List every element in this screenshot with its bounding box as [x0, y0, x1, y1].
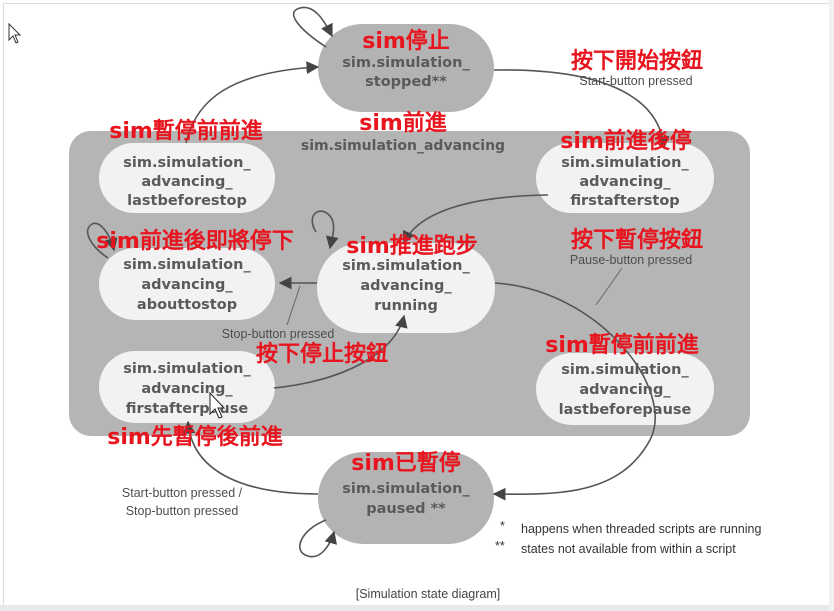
lastbeforepause-line1: sim.simulation_	[561, 362, 689, 378]
note-start-stop-line1: Start-button pressed /	[122, 486, 243, 500]
paused-line2: paused **	[366, 501, 446, 517]
firstafterpause-line3: firstafterpause	[126, 401, 249, 417]
legend-star1-mark: *	[500, 519, 505, 533]
zh-lastbeforepause: sim暫停前前進	[545, 332, 699, 358]
arrow-paused-to-firstafterpause	[182, 420, 319, 495]
arrow-running-selfloop	[311, 210, 339, 250]
pointer-cursor-icon	[209, 391, 226, 419]
pointer-pause-button	[595, 267, 623, 306]
zh-abouttostop: sim前進後即將停下	[96, 228, 294, 254]
stopped-line2: stopped**	[365, 74, 447, 90]
arrow-abouttostop-selfloop	[86, 222, 118, 259]
abouttostop-line2: advancing_	[141, 277, 233, 293]
running-line2: advancing_	[360, 278, 452, 294]
zh-firstafterstop: sim前進後停	[560, 128, 692, 154]
zh-stop-button: 按下停止按鈕	[256, 341, 388, 367]
note-pause-button: Pause-button pressed	[570, 253, 692, 267]
lastbeforepause-line2: advancing_	[579, 382, 671, 398]
note-start-button: Start-button pressed	[579, 74, 692, 88]
frame-right-edge	[829, 0, 834, 611]
zh-advancing-group: sim前進	[359, 110, 447, 136]
arrow-lastbeforestop-to-stopped	[185, 61, 320, 144]
arrow-firstafterpause-to-running	[273, 314, 408, 389]
arrow-stopped-selfloop	[293, 6, 333, 48]
firstafterstop-line3: firstafterstop	[570, 193, 679, 209]
lastbeforepause-line3: lastbeforepause	[559, 402, 692, 418]
legend-star1-text: happens when threaded scripts are runnin…	[521, 522, 761, 536]
stopped-line1: sim.simulation_	[342, 55, 470, 71]
zh-firstafterpause: sim先暫停後前進	[107, 424, 283, 450]
pointer-stop-button	[286, 285, 301, 326]
state-abouttostop	[99, 248, 275, 320]
legend-star2-text: states not available from within a scrip…	[521, 542, 736, 556]
zh-stopped: sim停止	[362, 28, 450, 54]
zh-start-button: 按下開始按鈕	[571, 48, 703, 74]
paused-line1: sim.simulation_	[342, 481, 470, 497]
lastbeforestop-line3: lastbeforestop	[127, 193, 247, 209]
lastbeforestop-line1: sim.simulation_	[123, 155, 251, 171]
frame-bottom-edge	[0, 605, 834, 611]
arrow-paused-selfloop	[298, 519, 337, 558]
lastbeforestop-line2: advancing_	[141, 174, 233, 190]
running-line3: running	[374, 298, 438, 314]
note-start-stop-line2: Stop-button pressed	[126, 504, 239, 518]
firstafterstop-line2: advancing_	[579, 174, 671, 190]
advancing-group-label: sim.simulation_advancing	[301, 138, 505, 154]
zh-paused: sim已暫停	[351, 450, 461, 476]
abouttostop-line3: abouttostop	[137, 297, 237, 313]
state-lastbeforepause	[536, 353, 714, 425]
legend-star2-mark: **	[495, 539, 505, 553]
state-lastbeforestop	[99, 143, 275, 213]
state-paused	[318, 452, 494, 544]
figure-caption: [Simulation state diagram]	[356, 587, 501, 601]
state-stopped	[318, 24, 494, 112]
zh-pause-button: 按下暫停按鈕	[571, 227, 703, 253]
state-firstafterstop	[536, 143, 714, 213]
cursor-icon	[8, 22, 22, 44]
zh-running: sim推進跑步	[346, 233, 478, 259]
state-running	[317, 243, 495, 333]
state-firstafterpause	[99, 351, 275, 423]
firstafterstop-line1: sim.simulation_	[561, 155, 689, 171]
firstafterpause-line2: advancing_	[141, 381, 233, 397]
firstafterpause-line1: sim.simulation_	[123, 361, 251, 377]
arrow-firstafterstop-to-running	[402, 194, 549, 245]
arrow-running-to-paused	[492, 282, 656, 501]
abouttostop-line1: sim.simulation_	[123, 257, 251, 273]
note-stop-button: Stop-button pressed	[222, 327, 335, 341]
running-line1: sim.simulation_	[342, 258, 470, 274]
arrow-stopped-to-firstafterstop	[493, 69, 670, 150]
zh-lastbeforestop: sim暫停前前進	[109, 118, 263, 144]
